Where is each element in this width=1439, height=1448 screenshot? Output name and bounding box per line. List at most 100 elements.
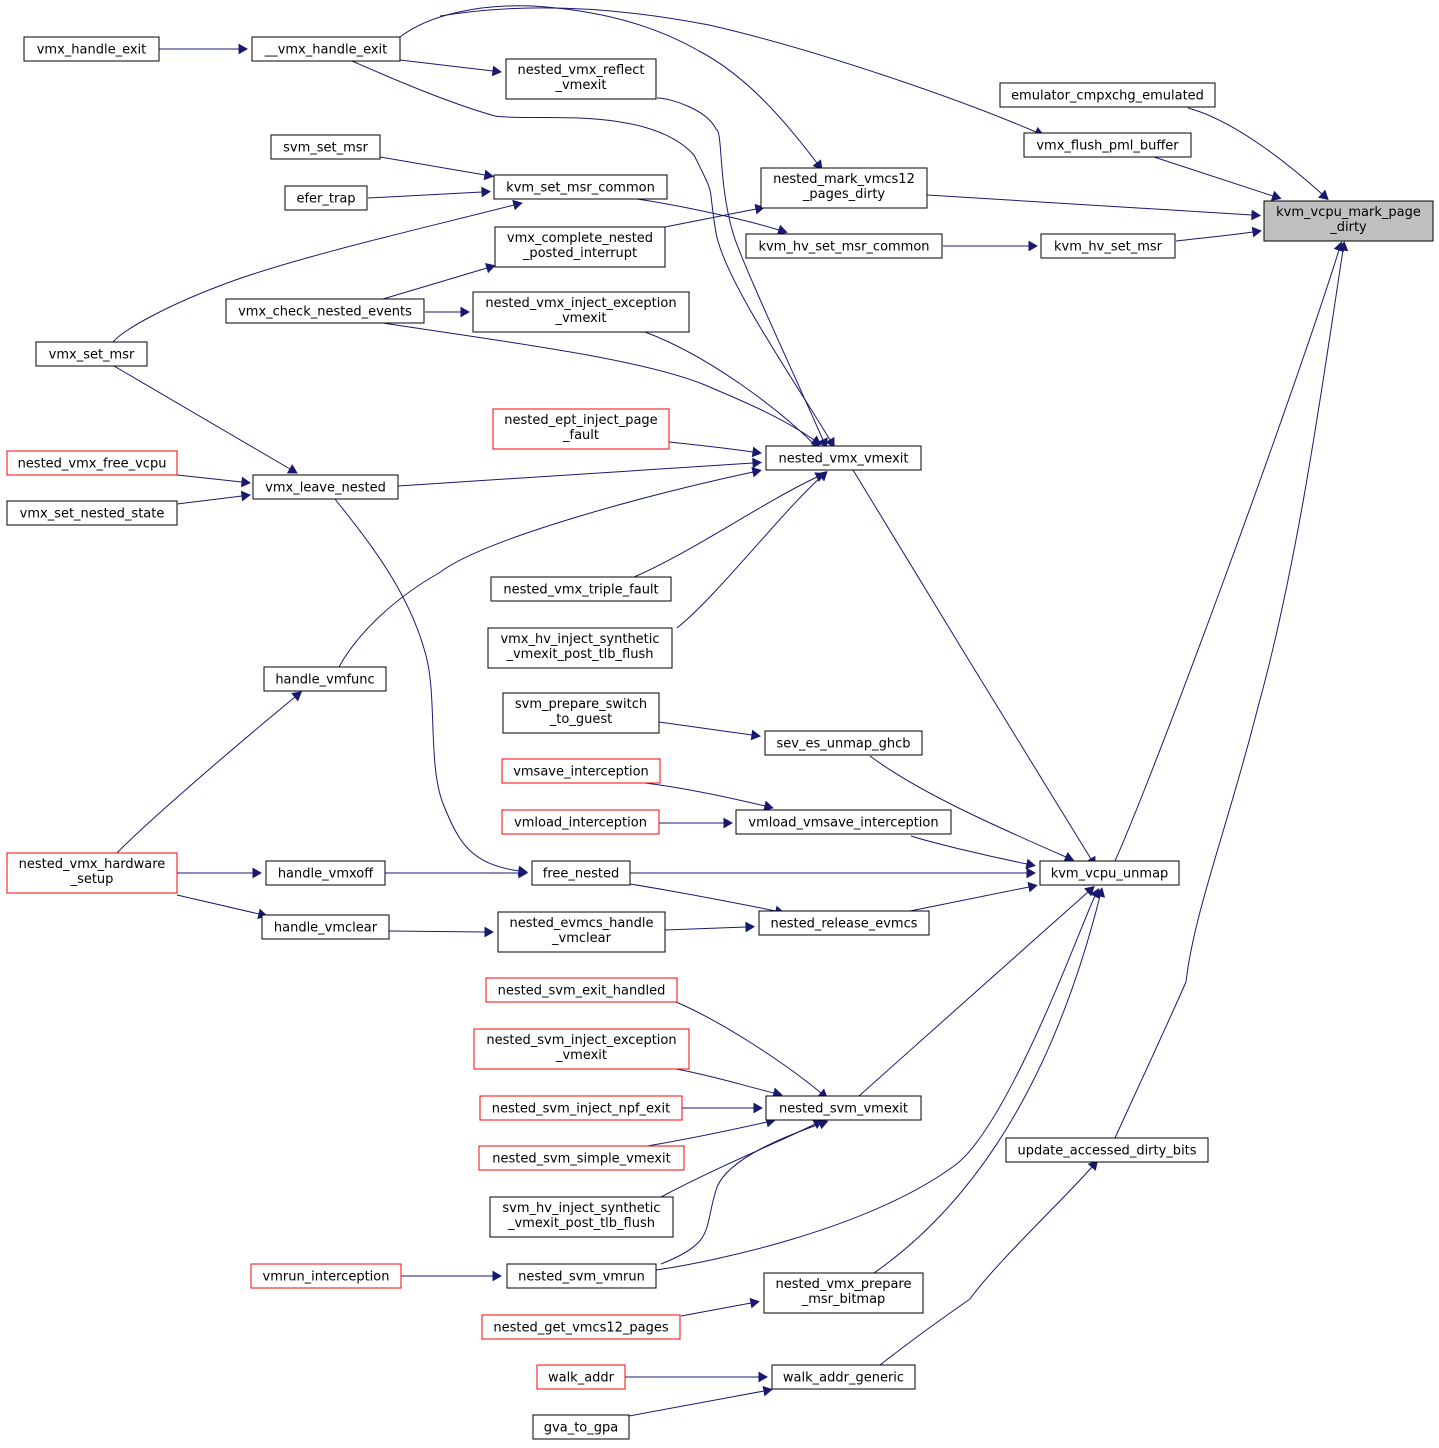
edge-n28-to-n8 <box>852 469 1096 867</box>
node-update-accessed-dirty-bits[interactable]: update_accessed_dirty_bits <box>1005 1137 1209 1163</box>
node-efer-trap[interactable]: efer_trap <box>284 185 368 211</box>
node-kvm-vcpu-mark-page-dirty[interactable]: kvm_vcpu_mark_page_dirty <box>1263 200 1434 242</box>
node-box <box>490 576 672 602</box>
node-nested-vmx-vmexit[interactable]: nested_vmx_vmexit <box>765 445 922 471</box>
node-nested-mark-vmcs12-pages-dirty[interactable]: nested_mark_vmcs12_pages_dirty <box>760 167 928 209</box>
node-vmrun-interception[interactable]: vmrun_interception <box>250 1263 402 1289</box>
node-nested-svm-inject-npf-exit[interactable]: nested_svm_inject_npf_exit <box>479 1095 683 1121</box>
node-walk-addr-generic[interactable]: walk_addr_generic <box>771 1364 916 1390</box>
edge-n26-to-n8 <box>873 887 1106 1274</box>
node-nested-vmx-prepare-msr-bitmap[interactable]: nested_vmx_prepare_msr_bitmap <box>763 1272 924 1314</box>
node-box <box>6 852 178 894</box>
node-nested-vmx-inject-exception-vmexit[interactable]: nested_vmx_inject_exception_vmexit <box>472 291 690 333</box>
arrowhead-icon <box>1084 886 1095 897</box>
edge-n27-to-n26 <box>680 1297 760 1317</box>
node-label: efer_trap <box>296 192 355 207</box>
node-vmx-handle-exit[interactable]: __vmx_handle_exit <box>251 36 401 62</box>
node-gva-to-gpa[interactable]: gva_to_gpa <box>532 1414 630 1440</box>
edge-n32-to-n28 <box>644 331 821 451</box>
edge-n34-to-n28 <box>656 97 828 449</box>
edge-n47-to-n46 <box>628 1385 773 1417</box>
edge-line <box>869 755 1067 858</box>
node-label: kvm_hv_set_msr_common <box>758 240 929 255</box>
node-label: nested_vmx_free_vcpu <box>18 457 167 472</box>
edge-line <box>675 1068 775 1094</box>
node-box <box>758 910 930 936</box>
node-label: svm_hv_inject_synthetic <box>502 1201 660 1216</box>
arrowhead-icon <box>517 865 528 877</box>
node-vmx-handle-exit[interactable]: vmx_handle_exit <box>23 36 160 62</box>
node-vmx-flush-pml-buffer[interactable]: vmx_flush_pml_buffer <box>1023 132 1192 158</box>
node-kvm-hv-set-msr-common[interactable]: kvm_hv_set_msr_common <box>745 233 943 259</box>
node-label: walk_addr <box>548 1371 615 1386</box>
node-vmx-complete-nested-posted-interrupt[interactable]: vmx_complete_nested_posted_interrupt <box>494 226 666 268</box>
node-handle-vmclear[interactable]: handle_vmclear <box>261 914 390 940</box>
node-nested-evmcs-handle-vmclear[interactable]: nested_evmcs_handle_vmclear <box>497 911 666 953</box>
node-handle-vmxoff[interactable]: handle_vmxoff <box>265 860 386 886</box>
edge-n33-to-n44 <box>382 263 496 300</box>
node-free-nested[interactable]: free_nested <box>531 860 631 886</box>
edge-n40-to-n8 <box>910 835 1036 870</box>
node-box <box>489 1196 674 1238</box>
node-vmsave-interception[interactable]: vmsave_interception <box>501 758 661 784</box>
node-nested-svm-exit-handled[interactable]: nested_svm_exit_handled <box>485 977 678 1003</box>
node-nested-ept-inject-page-fault[interactable]: nested_ept_inject_page_fault <box>492 408 670 450</box>
arrowhead-icon <box>745 921 756 933</box>
node-label: vmx_set_nested_state <box>20 507 165 522</box>
node-label: nested_vmx_prepare <box>776 1277 912 1292</box>
node-box <box>225 298 425 324</box>
node-vmload-interception[interactable]: vmload_interception <box>501 809 660 835</box>
edge-line <box>1187 107 1323 195</box>
node-sev-es-unmap-ghcb[interactable]: sev_es_unmap_ghcb <box>764 730 923 756</box>
node-box <box>999 82 1216 108</box>
node-kvm-set-msr-common[interactable]: kvm_set_msr_common <box>493 174 668 200</box>
edge-line <box>656 97 824 441</box>
node-nested-vmx-free-vcpu[interactable]: nested_vmx_free_vcpu <box>6 450 178 476</box>
edge-n19-to-n18 <box>675 1001 828 1099</box>
node-svm-set-msr[interactable]: svm_set_msr <box>270 134 381 160</box>
arrowhead-icon <box>240 490 251 502</box>
node-nested-svm-inject-exception-vmexit[interactable]: nested_svm_inject_exception_vmexit <box>473 1028 690 1070</box>
node-nested-svm-simple-vmexit[interactable]: nested_svm_simple_vmexit <box>478 1145 685 1171</box>
node-vmx-hv-inject-synthetic-vmexit-post-tlb-flush[interactable]: vmx_hv_inject_synthetic_vmexit_post_tlb_… <box>487 627 673 669</box>
node-nested-vmx-triple-fault[interactable]: nested_vmx_triple_fault <box>490 576 672 602</box>
node-label: kvm_set_msr_common <box>506 181 655 196</box>
edge-line <box>668 441 754 453</box>
node-nested-vmx-reflect-vmexit[interactable]: nested_vmx_reflect_vmexit <box>505 58 657 100</box>
edge-n17-to-n16 <box>388 926 495 938</box>
edge-line <box>633 476 818 578</box>
node-kvm-hv-set-msr[interactable]: kvm_hv_set_msr <box>1040 233 1176 259</box>
node-kvm-vcpu-unmap[interactable]: kvm_vcpu_unmap <box>1039 860 1180 886</box>
edge-n12-to-n28 <box>397 457 763 487</box>
edge-n13-to-n12 <box>176 474 251 488</box>
node-box <box>735 809 952 835</box>
node-nested-get-vmcs12-pages[interactable]: nested_get_vmcs12_pages <box>481 1314 681 1340</box>
node-box <box>485 977 678 1003</box>
node-walk-addr[interactable]: walk_addr <box>536 1364 626 1390</box>
node-box <box>1005 1137 1209 1163</box>
node-box <box>35 341 148 367</box>
node-vmx-leave-nested[interactable]: vmx_leave_nested <box>252 474 399 500</box>
node-box <box>479 1095 683 1121</box>
edge-n5-to-n4 <box>367 186 492 199</box>
arrowhead-icon <box>825 436 835 448</box>
node-vmx-set-nested-state[interactable]: vmx_set_nested_state <box>6 500 178 526</box>
node-nested-svm-vmrun[interactable]: nested_svm_vmrun <box>506 1263 657 1289</box>
node-nested-svm-vmexit[interactable]: nested_svm_vmexit <box>765 1095 922 1121</box>
edge-line <box>1175 231 1254 242</box>
arrowhead-icon <box>512 199 523 211</box>
node-box <box>506 1263 657 1289</box>
node-label: _dirty <box>1329 220 1367 235</box>
node-box <box>250 1263 402 1289</box>
node-handle-vmfunc[interactable]: handle_vmfunc <box>263 666 387 692</box>
node-label: handle_vmxoff <box>278 867 374 882</box>
node-vmx-set-msr[interactable]: vmx_set_msr <box>35 341 148 367</box>
node-box <box>531 860 631 886</box>
node-vmx-check-nested-events[interactable]: vmx_check_nested_events <box>225 298 425 324</box>
node-emulator-cmpxchg-emulated[interactable]: emulator_cmpxchg_emulated <box>999 82 1216 108</box>
node-vmload-vmsave-interception[interactable]: vmload_vmsave_interception <box>735 809 952 835</box>
node-svm-hv-inject-synthetic-vmexit-post-tlb-flush[interactable]: svm_hv_inject_synthetic_vmexit_post_tlb_… <box>489 1196 674 1238</box>
node-nested-release-evmcs[interactable]: nested_release_evmcs <box>758 910 930 936</box>
node-svm-prepare-switch-to-guest[interactable]: svm_prepare_switch_to_guest <box>502 692 660 734</box>
node-nested-vmx-hardware-setup[interactable]: nested_vmx_hardware_setup <box>6 852 178 894</box>
